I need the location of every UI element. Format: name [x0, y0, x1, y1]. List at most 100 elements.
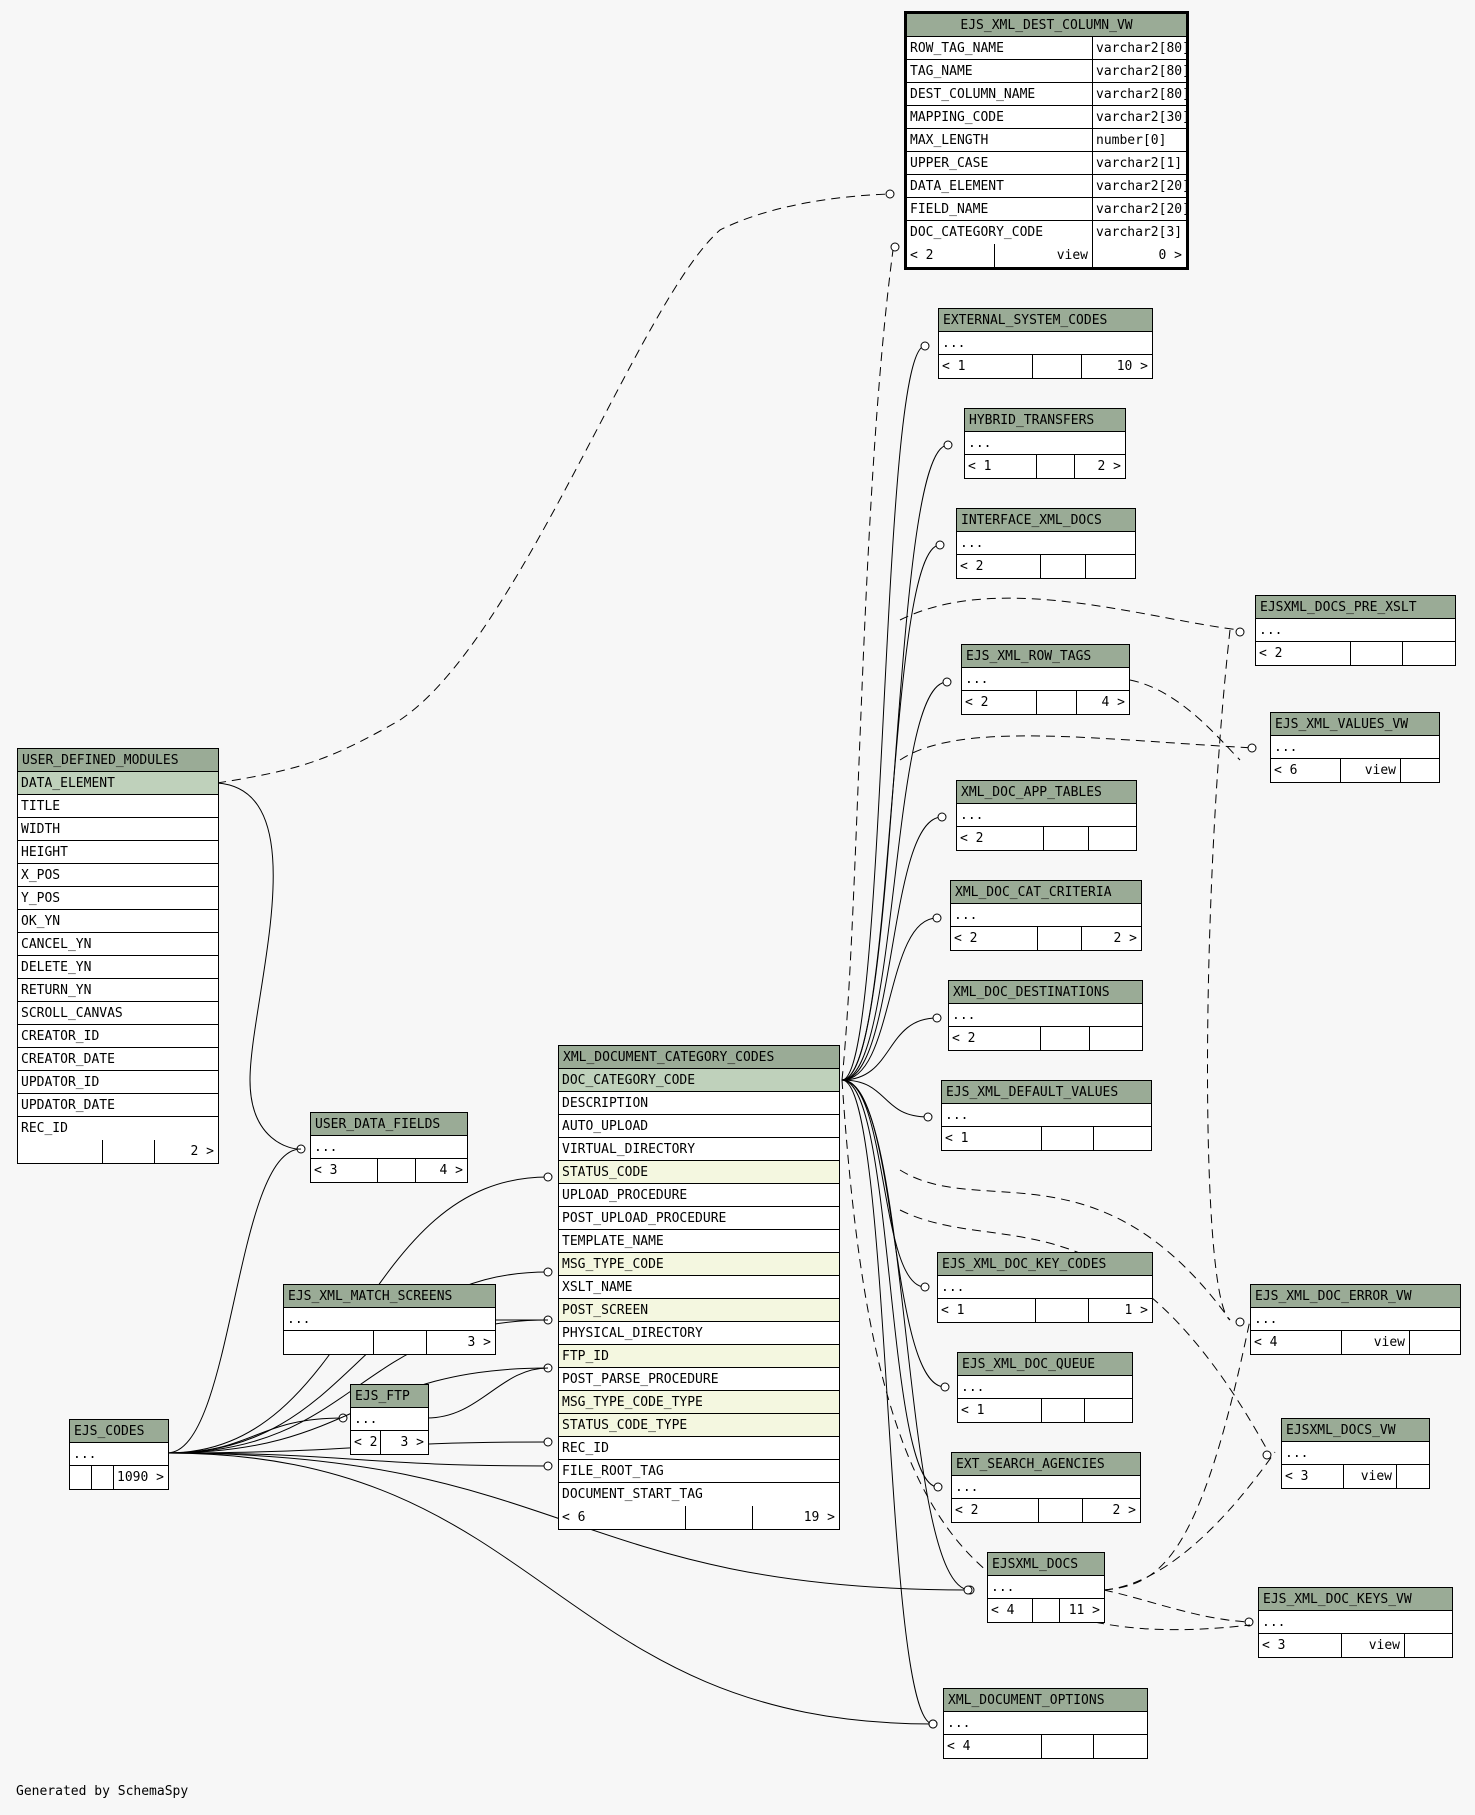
table-header: XML_DOC_DESTINATIONS: [949, 981, 1142, 1004]
column-row[interactable]: ...: [284, 1308, 495, 1331]
column-row[interactable]: DOC_CATEGORY_CODE: [559, 1069, 839, 1092]
column-row[interactable]: DELETE_YN: [18, 956, 218, 979]
column-row[interactable]: ...: [965, 432, 1125, 455]
column-type: varchar2[30]: [1096, 109, 1186, 125]
table-xml-document-options[interactable]: XML_DOCUMENT_OPTIONS...< 4: [943, 1688, 1148, 1759]
column-row[interactable]: ...: [1271, 736, 1439, 759]
column-row[interactable]: AUTO_UPLOAD: [559, 1115, 839, 1138]
column-row[interactable]: ...: [939, 332, 1152, 355]
category-code-relationship: [841, 816, 943, 1081]
table-xml-doc-app-tables[interactable]: XML_DOC_APP_TABLES...< 2: [956, 780, 1137, 851]
column-row[interactable]: Y_POS: [18, 887, 218, 910]
column-row[interactable]: TITLE: [18, 795, 218, 818]
table-xml-doc-destinations[interactable]: XML_DOC_DESTINATIONS...< 2: [948, 980, 1143, 1051]
column-row[interactable]: POST_UPLOAD_PROCEDURE: [559, 1207, 839, 1230]
column-row[interactable]: POST_SCREEN: [559, 1299, 839, 1322]
collapsed-columns: ...: [960, 807, 984, 823]
column-row[interactable]: X_POS: [18, 864, 218, 887]
column-row[interactable]: PHYSICAL_DIRECTORY: [559, 1322, 839, 1345]
table-ejs-codes[interactable]: EJS_CODES...1090 >: [69, 1419, 169, 1490]
column-row[interactable]: STATUS_CODE: [559, 1161, 839, 1184]
column-row[interactable]: ...: [351, 1408, 428, 1431]
column-row[interactable]: ...: [988, 1576, 1104, 1599]
column-row[interactable]: CREATOR_DATE: [18, 1048, 218, 1071]
column-row[interactable]: ...: [938, 1276, 1152, 1299]
column-row[interactable]: ...: [951, 904, 1141, 927]
column-row[interactable]: ...: [944, 1712, 1147, 1735]
column-row[interactable]: FILE_ROOT_TAG: [559, 1460, 839, 1483]
column-row[interactable]: ...: [1282, 1442, 1429, 1465]
column-type: varchar2[80]: [1096, 63, 1186, 79]
column-row[interactable]: ...: [952, 1476, 1140, 1499]
table-xml-document-category-codes[interactable]: XML_DOCUMENT_CATEGORY_CODES DOC_CATEGORY…: [558, 1045, 840, 1530]
column-row[interactable]: UPDATOR_DATE: [18, 1094, 218, 1117]
column-row[interactable]: CANCEL_YN: [18, 933, 218, 956]
table-ejs-xml-match-screens[interactable]: EJS_XML_MATCH_SCREENS...3 >: [283, 1284, 496, 1355]
column-row[interactable]: ...: [949, 1004, 1142, 1027]
column-row[interactable]: DESCRIPTION: [559, 1092, 839, 1115]
column-row[interactable]: UPDATOR_ID: [18, 1071, 218, 1094]
column-row[interactable]: TEMPLATE_NAME: [559, 1230, 839, 1253]
column-row[interactable]: REC_ID: [559, 1437, 839, 1460]
column-row[interactable]: ...: [962, 668, 1129, 691]
column-row[interactable]: ...: [311, 1136, 467, 1159]
column-row[interactable]: ...: [1256, 619, 1455, 642]
column-row[interactable]: ...: [957, 532, 1135, 555]
column-row[interactable]: DOCUMENT_START_TAG: [559, 1483, 839, 1506]
column-row[interactable]: MSG_TYPE_CODE_TYPE: [559, 1391, 839, 1414]
table-ejs-xml-default-values[interactable]: EJS_XML_DEFAULT_VALUES...< 1: [941, 1080, 1152, 1151]
column-row[interactable]: STATUS_CODE_TYPE: [559, 1414, 839, 1437]
column-row[interactable]: ...: [1251, 1308, 1460, 1331]
column-name: FTP_ID: [562, 1348, 609, 1364]
column-row[interactable]: XSLT_NAME: [559, 1276, 839, 1299]
table-interface-xml-docs[interactable]: INTERFACE_XML_DOCS...< 2: [956, 508, 1136, 579]
table-header: EJS_XML_DOC_QUEUE: [958, 1353, 1132, 1376]
column-row[interactable]: OK_YN: [18, 910, 218, 933]
column-row[interactable]: WIDTH: [18, 818, 218, 841]
column-row[interactable]: SCROLL_CANVAS: [18, 1002, 218, 1025]
column-row[interactable]: REC_ID: [18, 1117, 218, 1140]
table-ejsxml-docs-pre-xslt[interactable]: EJSXML_DOCS_PRE_XSLT...< 2: [1255, 595, 1456, 666]
column-row[interactable]: ...: [1259, 1611, 1452, 1634]
column-row[interactable]: UPLOAD_PROCEDURE: [559, 1184, 839, 1207]
column-row[interactable]: POST_PARSE_PROCEDURE: [559, 1368, 839, 1391]
column-row[interactable]: VIRTUAL_DIRECTORY: [559, 1138, 839, 1161]
column-row[interactable]: CREATOR_ID: [18, 1025, 218, 1048]
table-ejs-xml-doc-queue[interactable]: EJS_XML_DOC_QUEUE...< 1: [957, 1352, 1133, 1423]
column-row[interactable]: ...: [958, 1376, 1132, 1399]
column-row[interactable]: FTP_ID: [559, 1345, 839, 1368]
column-row[interactable]: ...: [70, 1443, 168, 1466]
column-row[interactable]: RETURN_YN: [18, 979, 218, 1002]
column-name: POST_SCREEN: [562, 1302, 649, 1318]
column-row[interactable]: ...: [942, 1104, 1151, 1127]
column-row[interactable]: HEIGHT: [18, 841, 218, 864]
column-row[interactable]: DATA_ELEMENT: [18, 772, 218, 795]
column-row[interactable]: ...: [957, 804, 1136, 827]
column-row[interactable]: MSG_TYPE_CODE: [559, 1253, 839, 1276]
